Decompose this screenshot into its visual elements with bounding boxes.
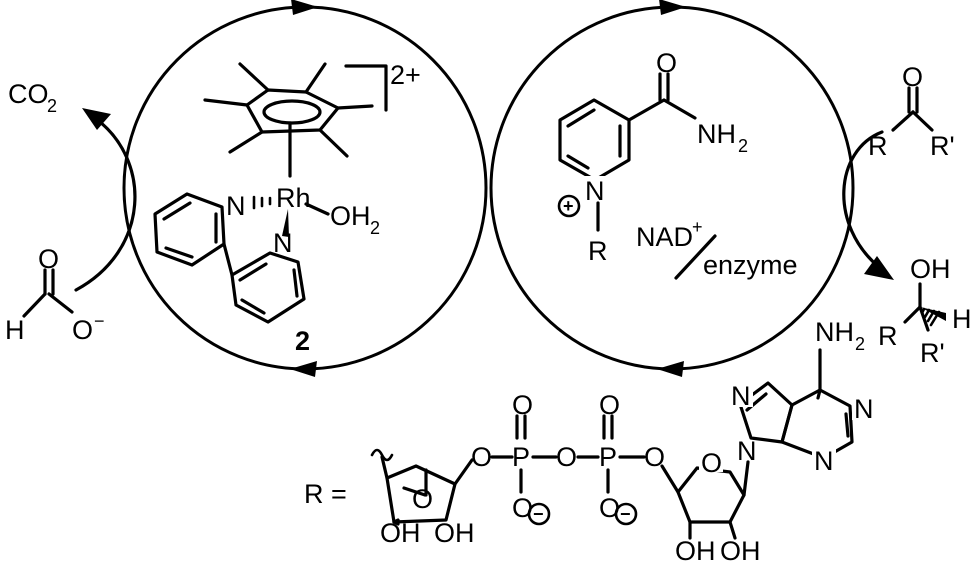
svg-text:2: 2 [738, 136, 748, 156]
formate-to-co2-arrow [74, 108, 137, 292]
cycle-arrow-top-left-icon [291, 0, 318, 15]
svg-text:O: O [72, 315, 93, 345]
svg-text:N: N [814, 446, 834, 476]
svg-text:NH: NH [815, 317, 854, 347]
chiral-alcohol-product: OH R H R' [878, 254, 972, 368]
svg-text:O: O [644, 442, 665, 472]
ketone-substrate: O R R' [868, 62, 955, 161]
svg-text:+: + [692, 217, 703, 237]
svg-text:2: 2 [47, 96, 57, 116]
nad-enzyme-catalytic-cycle [489, 0, 855, 377]
svg-text:2: 2 [295, 326, 310, 356]
svg-text:−: − [620, 504, 631, 524]
svg-text:O: O [471, 442, 492, 472]
svg-text:O: O [512, 390, 533, 420]
svg-text:O: O [556, 442, 577, 472]
svg-text:R: R [588, 236, 608, 266]
svg-text:−: − [94, 311, 105, 331]
svg-text:OH: OH [330, 201, 371, 231]
svg-text:O: O [412, 484, 433, 514]
svg-text:OH: OH [675, 536, 716, 562]
svg-text:OH: OH [434, 518, 475, 548]
svg-text:O: O [902, 62, 923, 92]
svg-text:H: H [5, 315, 25, 345]
svg-text:2: 2 [855, 334, 865, 354]
svg-text:H: H [952, 304, 972, 334]
svg-text:N: N [854, 394, 874, 424]
cycle-arrow-top-right-icon [659, 0, 686, 15]
svg-text:2: 2 [370, 218, 380, 238]
svg-text:O: O [599, 390, 620, 420]
svg-text:N: N [273, 228, 293, 258]
svg-text:N: N [731, 381, 751, 411]
rhodium-catalytic-cycle [122, 0, 488, 377]
svg-text:O: O [656, 48, 677, 78]
svg-text:NH: NH [697, 119, 736, 149]
svg-text:2+: 2+ [390, 60, 421, 90]
alcohol-arrow-head-icon [864, 256, 894, 280]
svg-text:O: O [599, 493, 620, 523]
formate-anion: O H O − [5, 244, 105, 345]
svg-text:NAD: NAD [636, 222, 693, 252]
svg-text:O: O [512, 493, 533, 523]
svg-text:enzyme: enzyme [703, 250, 798, 280]
svg-text:P: P [599, 442, 617, 472]
co2-product: CO 2 [8, 79, 57, 116]
cycle-arrow-bottom-right-icon [657, 361, 684, 377]
svg-text:P: P [512, 442, 530, 472]
cp-star-rhodium-catalyst: 2+ Rh OH 2 N N 2 [153, 60, 421, 356]
svg-text:R: R [878, 321, 898, 351]
svg-text:O: O [38, 244, 59, 274]
svg-text:N: N [585, 176, 605, 206]
nad-plus-nicotinamide: O NH 2 N + R NAD + enzyme [557, 48, 798, 280]
svg-text:OH: OH [910, 254, 951, 284]
co2-arrow-head-icon [82, 108, 111, 130]
svg-text:N: N [737, 436, 757, 466]
svg-text:N: N [226, 191, 246, 221]
svg-text:R: R [868, 131, 888, 161]
svg-text:R =: R = [304, 479, 347, 509]
svg-text:−: − [533, 504, 544, 524]
svg-text:R': R' [920, 338, 945, 368]
svg-text:R': R' [930, 131, 955, 161]
cycle-arrow-bottom-left-icon [290, 361, 317, 377]
svg-text:CO: CO [8, 79, 49, 109]
ketone-to-alcohol-arrow [842, 130, 894, 280]
svg-text:OH: OH [720, 536, 761, 562]
svg-text:OH: OH [380, 518, 421, 548]
svg-text:O: O [701, 448, 722, 478]
svg-text:Rh: Rh [276, 183, 311, 213]
svg-text:+: + [563, 196, 574, 216]
r-group-adp-ribose: R = O OH OH O P O O − O P O O − [304, 317, 876, 562]
